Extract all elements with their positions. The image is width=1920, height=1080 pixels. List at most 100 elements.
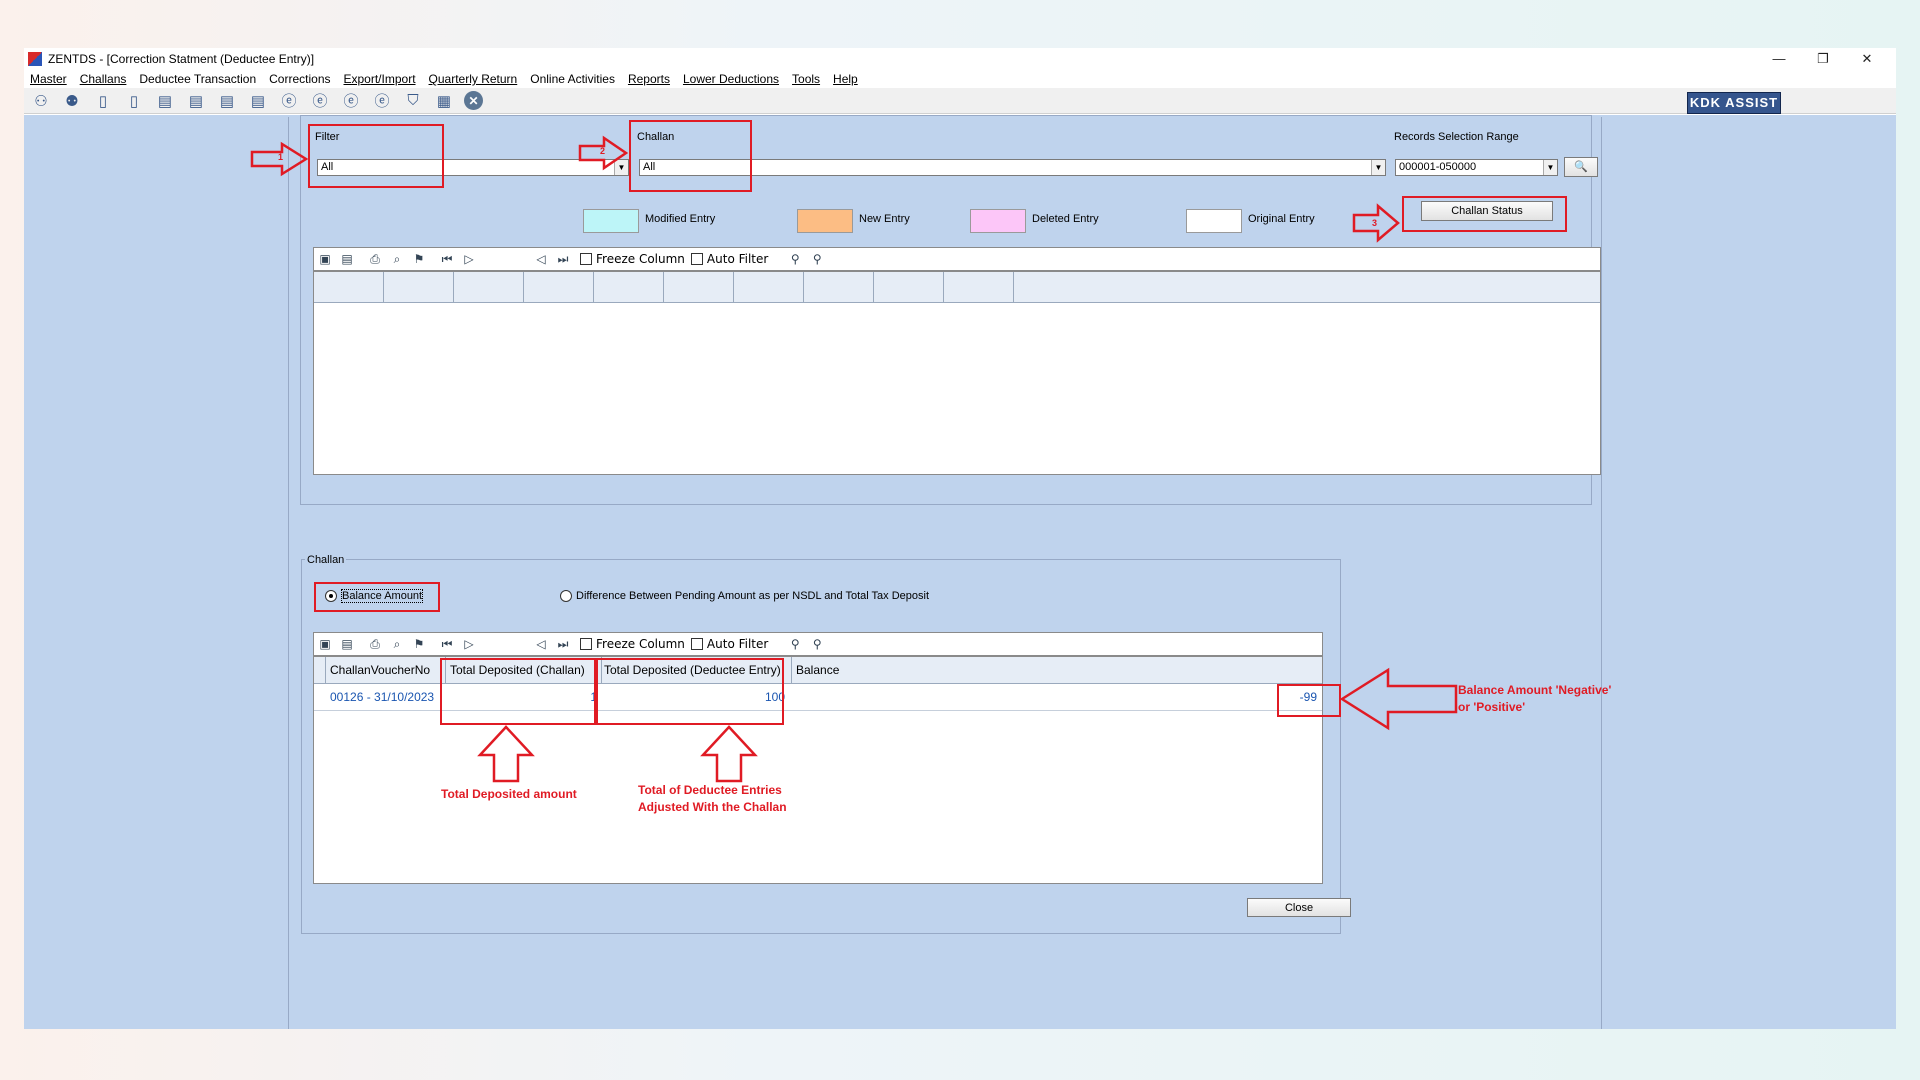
form-24q-icon[interactable]: ▤ [157,92,173,110]
last-record-icon[interactable]: ⏭ [557,251,569,266]
annotation-step-1: 1 [278,152,284,162]
tds-icon[interactable]: ⛉ [407,92,419,109]
calculator-icon[interactable]: ▦ [436,92,452,110]
menu-quarterly-return[interactable]: Quarterly Return [428,72,518,86]
original-entry-swatch [1186,209,1242,233]
annotation-box-challan [629,120,752,192]
new-entry-swatch [797,209,853,233]
annotation-box-total-deductee [596,658,784,725]
annotation-arrow-2 [578,135,629,171]
chevron-down-icon[interactable]: ▼ [614,160,628,175]
difference-radio[interactable]: Difference Between Pending Amount as per… [560,590,929,603]
filter-select[interactable]: All ▼ [317,159,629,176]
form-27eq-icon[interactable]: ▤ [250,92,266,110]
kdk-assist-logo[interactable]: KDK ASSIST [1687,92,1781,114]
e-27q-icon[interactable]: ⓔ [343,93,359,110]
menu-challans[interactable]: Challans [79,72,127,86]
cell-voucher: 00126 - 31/10/2023 [330,690,435,704]
excel-export-icon[interactable]: ▣ [319,252,331,266]
next-record-icon[interactable]: ▷ [464,637,474,651]
zoom-in-icon[interactable]: ⚲ [790,637,800,651]
table-row[interactable]: 00126 - 31/10/2023 1 100 -99 [314,684,1322,711]
group-by-icon[interactable]: ⚑ [413,252,425,266]
first-record-icon[interactable]: ⏮ [441,251,453,266]
search-button[interactable]: 🔍 [1564,157,1598,177]
first-record-icon[interactable]: ⏮ [441,636,453,651]
exit-icon[interactable]: ✕ [464,91,483,110]
challan-grid[interactable]: ChallanVoucherNo Total Deposited (Challa… [313,656,1323,884]
menu-deductee-transaction[interactable]: Deductee Transaction [139,72,257,86]
entry-grid-toolbar: ▣ ▤ ⎙ ⌕ ⚑ ⏮ ▷ ◁ ⏭ Freeze Column Auto Fil… [313,247,1601,271]
pdf-export-icon[interactable]: ▤ [341,252,353,266]
e-27eq-icon[interactable]: ⓔ [374,93,390,110]
pdf-export-icon[interactable]: ▤ [341,637,353,651]
last-record-icon[interactable]: ⏭ [557,636,569,651]
e-26q-icon[interactable]: ⓔ [312,93,328,110]
col-balance[interactable]: Balance [796,663,840,677]
annotation-arrow-left-balance [1339,667,1458,731]
find-icon[interactable]: ⌕ [393,251,401,266]
form-27q-icon[interactable]: ▤ [219,92,235,110]
freeze-column-checkbox[interactable]: Freeze Column [580,252,685,266]
annotation-arrow-up-total [477,725,535,783]
challan-status-button[interactable]: Challan Status [1421,201,1553,221]
menu-tools[interactable]: Tools [792,72,821,86]
window-title: ZENTDS - [Correction Statment (Deductee … [48,52,315,66]
restore-button[interactable]: ❐ [1817,51,1829,66]
deductor-icon[interactable]: ▯ [98,92,108,110]
menu-lower-deductions[interactable]: Lower Deductions [682,72,780,86]
close-window-button[interactable]: ✕ [1861,51,1873,66]
print-icon[interactable]: ⎙ [370,636,380,651]
radio-selected-icon [325,590,337,603]
zoom-out-icon[interactable]: ⚲ [812,637,822,651]
excel-export-icon[interactable]: ▣ [319,637,331,651]
group-by-icon[interactable]: ⚑ [413,637,425,651]
form-26q-icon[interactable]: ▤ [188,92,204,110]
annotation-arrow-3 [1352,203,1400,243]
annotation-total-deposited: Total Deposited amount [441,787,577,801]
entry-grid[interactable] [313,271,1601,475]
challan-grid-toolbar: ▣ ▤ ⎙ ⌕ ⚑ ⏮ ▷ ◁ ⏭ Freeze Column Auto Fil… [313,632,1323,656]
annotation-step-3: 3 [1372,218,1378,228]
menu-corrections[interactable]: Corrections [269,72,331,86]
range-select[interactable]: 000001-050000 ▼ [1395,159,1558,176]
close-button[interactable]: Close [1247,898,1351,917]
new-entry-label: New Entry [859,213,910,225]
next-record-icon[interactable]: ▷ [464,252,474,266]
freeze-column-checkbox[interactable]: Freeze Column [580,637,685,651]
menu-online-activities[interactable]: Online Activities [530,72,615,86]
prev-record-icon[interactable]: ◁ [536,252,546,266]
challan-grid-header: ChallanVoucherNo Total Deposited (Challa… [314,657,1322,684]
minimize-button[interactable]: — [1772,51,1786,66]
menu-help[interactable]: Help [833,72,858,86]
col-total-deposited-deductee[interactable]: Total Deposited (Deductee Entry) [602,657,792,683]
modified-entry-swatch [583,209,639,233]
search-icon: 🔍 [1574,161,1588,173]
e-24q-icon[interactable]: ⓔ [281,93,297,110]
menu-master[interactable]: Master [30,72,67,86]
auto-filter-checkbox[interactable]: Auto Filter [690,637,768,651]
group-icon[interactable]: ⚉ [65,92,79,110]
filter-value: All [321,161,334,173]
print-icon[interactable]: ⎙ [370,251,380,266]
chevron-down-icon[interactable]: ▼ [1543,160,1557,175]
col-challan-voucher[interactable]: ChallanVoucherNo [326,657,446,683]
menu-reports[interactable]: Reports [627,72,670,86]
chevron-down-icon[interactable]: ▼ [1371,160,1385,175]
zoom-out-icon[interactable]: ⚲ [812,252,822,266]
zoom-in-icon[interactable]: ⚲ [790,252,800,266]
find-icon[interactable]: ⌕ [393,636,401,651]
users-icon[interactable]: ⚇ [34,92,48,110]
client-area: Filter All ▼ Challan All ▼ Records Selec… [24,115,1896,1029]
prev-record-icon[interactable]: ◁ [536,637,546,651]
challan-fieldset [301,559,1341,934]
annotation-box-total-challan [440,658,596,725]
deductee-icon[interactable]: ▯ [129,92,139,110]
auto-filter-checkbox[interactable]: Auto Filter [690,252,768,266]
col-total-deposited-challan[interactable]: Total Deposited (Challan) [446,657,602,683]
challan-select[interactable]: All ▼ [639,159,1386,176]
cell-balance: -99 [1299,690,1317,704]
app-logo-icon [28,52,42,66]
balance-amount-radio[interactable]: Balance Amount [325,589,424,603]
menu-export-import[interactable]: Export/Import [343,72,416,86]
